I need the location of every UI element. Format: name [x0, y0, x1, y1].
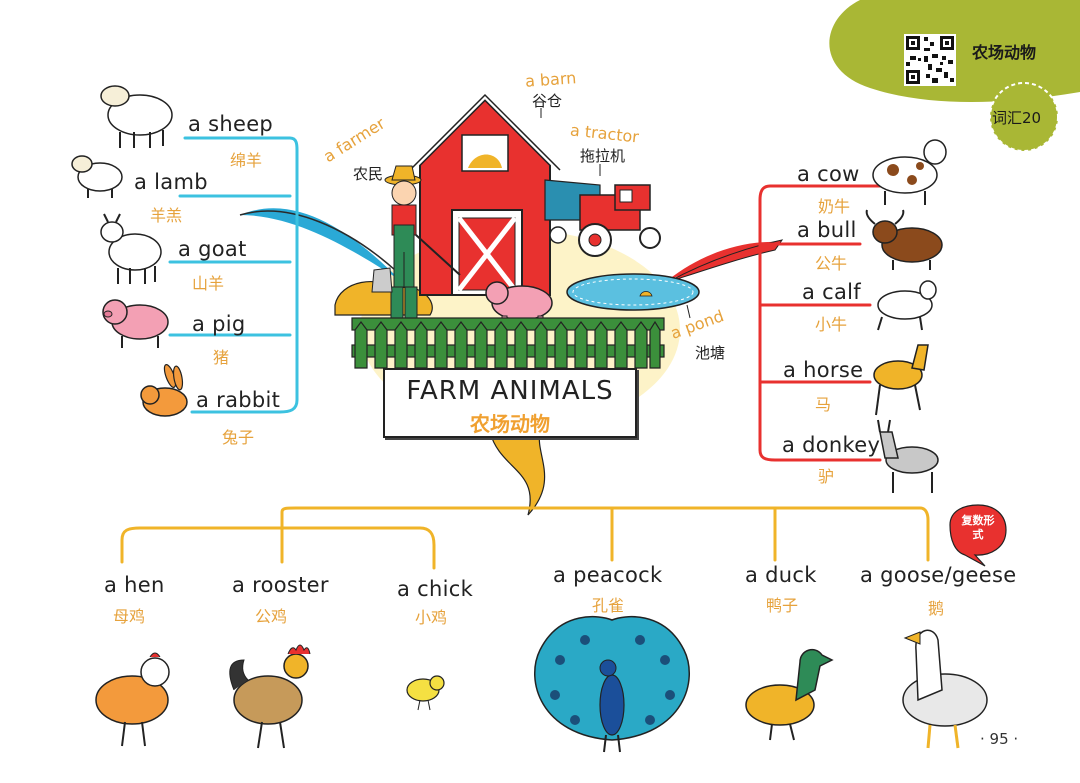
farmer-label-zh: 农民 [353, 165, 384, 183]
left-branch-lines [168, 136, 299, 414]
plural-note: 复数形式 [961, 514, 995, 541]
barn-icon [407, 90, 563, 296]
goose-icon [902, 629, 988, 749]
lamb-icon [71, 155, 123, 198]
bull-icon [865, 209, 943, 270]
pig-label-en: a pig [192, 312, 246, 336]
rooster-icon [229, 644, 311, 749]
rabbit-label-en: a rabbit [196, 388, 281, 412]
duck-label-en: a duck [745, 563, 817, 587]
cow-icon [872, 139, 947, 205]
horse-icon [873, 344, 929, 416]
peacock-label-zh: 孔雀 [592, 596, 625, 615]
chick-label-en: a chick [397, 577, 474, 601]
donkey-icon [877, 419, 939, 493]
title-en: FARM ANIMALS [406, 376, 614, 406]
calf-label-zh: 小牛 [815, 315, 848, 334]
pig-icon [102, 299, 169, 348]
lamb-label-zh: 羊羔 [150, 206, 183, 225]
plural-bubble-icon [949, 504, 1007, 567]
donkey-label-en: a donkey [782, 433, 881, 457]
section-title: 农场动物 [972, 43, 1037, 62]
pond-icon [566, 273, 700, 311]
sheep-label-en: a sheep [188, 112, 274, 136]
rabbit-icon [140, 364, 188, 417]
goat-label-zh: 山羊 [192, 274, 225, 293]
title-zh: 农场动物 [470, 412, 550, 436]
pond-label-zh: 池塘 [695, 344, 726, 362]
fence-icon [351, 317, 665, 369]
cow-label-en: a cow [797, 162, 860, 186]
vocab-badge: 词汇20 [992, 109, 1042, 127]
sheep-icon [100, 85, 173, 148]
calf-label-en: a calf [802, 280, 861, 304]
goose-label-en: a goose/geese [860, 563, 1017, 587]
farmer-icon [371, 165, 461, 328]
goose-label-zh: 鹅 [928, 599, 945, 618]
hen-label-en: a hen [104, 573, 165, 597]
hen-icon [95, 652, 170, 747]
title-box: FARM ANIMALS 农场动物 [383, 368, 637, 438]
barn-label-en: a barn [524, 68, 577, 91]
vocab-badge-circle [989, 82, 1059, 152]
tractor-icon [544, 179, 661, 257]
rabbit-label-zh: 兔子 [222, 428, 255, 447]
barn-label-zh: 谷仓 [532, 92, 563, 110]
goat-label-en: a goat [178, 237, 247, 261]
chick-icon [406, 675, 445, 711]
duck-icon [745, 648, 834, 741]
sheep-label-zh: 绵羊 [230, 151, 263, 170]
pig-label-zh: 猪 [213, 348, 230, 367]
bull-label-en: a bull [797, 218, 857, 242]
donkey-label-zh: 驴 [818, 467, 835, 486]
rooster-label-zh: 公鸡 [255, 607, 288, 626]
right-branch-lines [758, 184, 887, 462]
bottom-branch-lines [120, 506, 930, 570]
tractor-label-zh: 拖拉机 [580, 147, 626, 165]
cow-label-zh: 奶牛 [818, 197, 851, 216]
peacock-label-en: a peacock [553, 563, 663, 587]
calf-icon [877, 280, 937, 331]
qr-code-icon [904, 34, 956, 86]
chick-label-zh: 小鸡 [415, 608, 448, 627]
rooster-label-en: a rooster [232, 573, 329, 597]
goat-icon [100, 213, 162, 284]
peacock-icon [533, 615, 691, 753]
hen-label-zh: 母鸡 [113, 607, 146, 626]
bottom-swoosh [489, 431, 546, 516]
lamb-label-en: a lamb [134, 170, 208, 194]
page-number: · 95 · [980, 730, 1019, 748]
horse-label-en: a horse [783, 358, 864, 382]
bull-label-zh: 公牛 [815, 254, 848, 273]
horse-label-zh: 马 [815, 395, 832, 414]
duck-label-zh: 鸭子 [766, 596, 799, 615]
left-swoosh [240, 208, 400, 280]
